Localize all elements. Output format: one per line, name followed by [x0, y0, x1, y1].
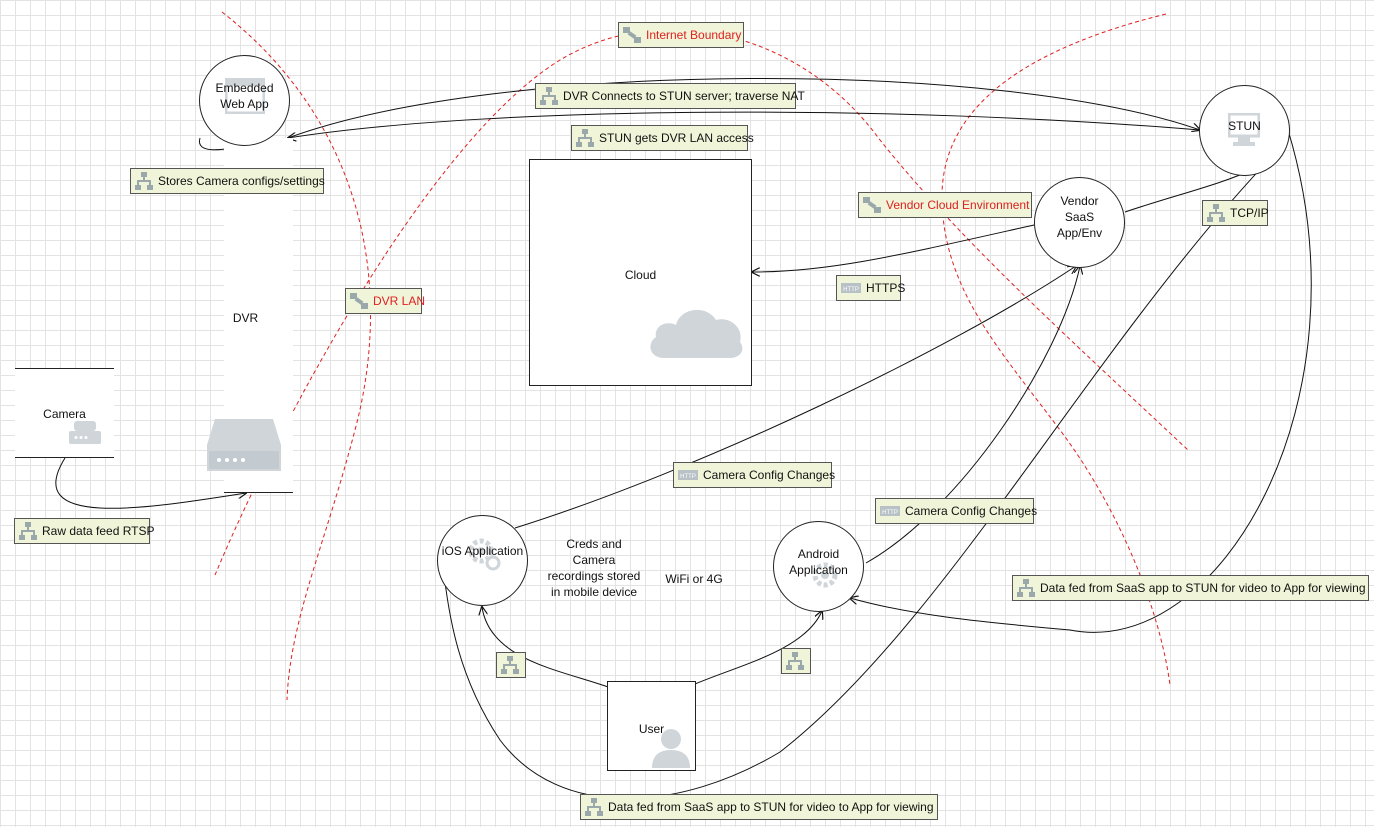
- flow-label-https-text: HTTPS: [866, 281, 906, 295]
- flow-stun-to-android: [850, 129, 1312, 633]
- cloud-icon: [650, 309, 743, 358]
- flow-camera-dvr: [55, 457, 246, 509]
- flow-label-stores-configs-text: Stores Camera configs/settings: [158, 174, 325, 188]
- flow-label-tcpip-text: TCP/IP: [1230, 206, 1269, 220]
- wifi-note: WiFi or 4G: [665, 572, 723, 586]
- flow-stun-to-ios: [442, 139, 1289, 799]
- server-icon: [1228, 113, 1260, 146]
- vendor-saas-node[interactable]: Vendor SaaS App/Env: [1034, 177, 1125, 268]
- stun-label: STUN: [1228, 118, 1261, 133]
- vendor-cloud-label[interactable]: Vendor Cloud Environment: [858, 192, 1032, 218]
- vendor-cloud-boundary: [941, 13, 1171, 686]
- dvr-lan-boundary: [221, 11, 371, 701]
- gear-icon: [468, 538, 501, 571]
- user-node[interactable]: User: [607, 681, 696, 771]
- dvr-label: DVR: [232, 311, 259, 325]
- flow-label-stun-lan-text: STUN gets DVR LAN access: [599, 131, 754, 145]
- dataflow-icon: [786, 652, 804, 670]
- flow-label-android-config-text: Camera Config Changes: [905, 504, 1038, 518]
- dvr-lan-text: DVR LAN: [373, 294, 426, 308]
- flow-label-data-fed-bottom[interactable]: Data fed from SaaS app to STUN for video…: [580, 794, 938, 820]
- android-app-label: Android Application: [789, 546, 848, 577]
- flow-label-ios-config-text: Camera Config Changes: [703, 468, 836, 482]
- internet-boundary-text: Internet Boundary: [646, 28, 742, 42]
- vendor-cloud-text: Vendor Cloud Environment: [886, 198, 1030, 212]
- flow-label-user-android[interactable]: [781, 648, 811, 674]
- stun-node[interactable]: STUN: [1199, 85, 1290, 176]
- internet-boundary-label[interactable]: Internet Boundary: [618, 22, 744, 48]
- dvr-icon: [207, 419, 281, 471]
- dvr-lan-label[interactable]: DVR LAN: [345, 288, 426, 314]
- flow-label-raw-feed-text: Raw data feed RTSP: [42, 524, 155, 538]
- dataflow-icon: [1017, 579, 1035, 597]
- flow-label-stores-configs[interactable]: Stores Camera configs/settings: [130, 168, 325, 194]
- creds-note: Creds and Camera recordings stored in mo…: [547, 537, 641, 599]
- flow-label-raw-feed[interactable]: Raw data feed RTSP: [14, 518, 155, 544]
- user-label: User: [638, 722, 665, 736]
- flow-android-to-saas: [865, 266, 1080, 564]
- camera-label: Camera: [43, 407, 86, 421]
- http-icon: HTTP: [841, 283, 861, 293]
- boundary-icon: [863, 197, 881, 213]
- flow-label-data-fed-right[interactable]: Data fed from SaaS app to STUN for video…: [1012, 575, 1369, 601]
- gear-icon: [812, 562, 838, 588]
- flow-label-data-fed-right-text: Data fed from SaaS app to STUN for video…: [1040, 581, 1366, 595]
- cloud-node[interactable]: Cloud: [529, 159, 752, 386]
- flow-saas-to-cloud: [752, 224, 1035, 272]
- flow-label-https[interactable]: HTTP HTTPS: [836, 275, 905, 301]
- flow-user-to-android: [694, 611, 822, 685]
- dataflow-icon: [540, 87, 558, 105]
- embedded-web-app-node[interactable]: Embedded Web App: [199, 55, 290, 146]
- flow-label-android-config[interactable]: HTTP Camera Config Changes: [875, 498, 1038, 524]
- flow-dvr-to-stun: [287, 77, 1200, 139]
- dataflow-icon: [501, 656, 519, 674]
- camera-node[interactable]: Camera: [15, 368, 114, 458]
- dataflow-icon: [585, 798, 603, 816]
- camera-icon: [69, 421, 101, 444]
- cloud-label: Cloud: [624, 268, 657, 282]
- svg-text:HTTP: HTTP: [882, 510, 898, 516]
- dataflow-icon: [1207, 204, 1225, 222]
- web-app-icon: [225, 78, 265, 114]
- embedded-web-app-label: Embedded Web App: [215, 80, 274, 111]
- flow-label-dvr-stun-text: DVR Connects to STUN server; traverse NA…: [563, 89, 805, 103]
- dataflow-icon: [135, 172, 153, 190]
- user-icon: [652, 729, 690, 768]
- boundary-icon: [623, 27, 641, 43]
- svg-text:HTTP: HTTP: [843, 287, 859, 293]
- vendor-saas-label: Vendor SaaS App/Env: [1056, 193, 1103, 240]
- flow-label-ios-config[interactable]: HTTP Camera Config Changes: [673, 462, 836, 488]
- flow-label-dvr-stun[interactable]: DVR Connects to STUN server; traverse NA…: [535, 83, 805, 109]
- http-icon: HTTP: [880, 506, 900, 516]
- ios-app-label: iOS Application: [441, 543, 524, 558]
- flow-label-data-fed-bottom-text: Data fed from SaaS app to STUN for video…: [608, 800, 934, 814]
- http-icon: HTTP: [678, 470, 698, 480]
- android-app-node[interactable]: Android Application: [773, 521, 864, 612]
- svg-text:HTTP: HTTP: [680, 474, 696, 480]
- flow-label-user-ios[interactable]: [496, 652, 526, 678]
- dataflow-icon: [576, 129, 594, 147]
- ios-app-node[interactable]: iOS Application: [437, 515, 528, 606]
- flow-ios-to-saas: [514, 266, 1076, 529]
- flow-label-tcpip[interactable]: TCP/IP: [1202, 200, 1269, 226]
- dataflow-icon: [19, 522, 37, 540]
- flow-user-to-ios: [482, 607, 609, 688]
- flow-label-stun-lan[interactable]: STUN gets DVR LAN access: [571, 125, 754, 151]
- flow-stun-to-dvr: [288, 111, 1201, 138]
- boundary-icon: [350, 293, 368, 309]
